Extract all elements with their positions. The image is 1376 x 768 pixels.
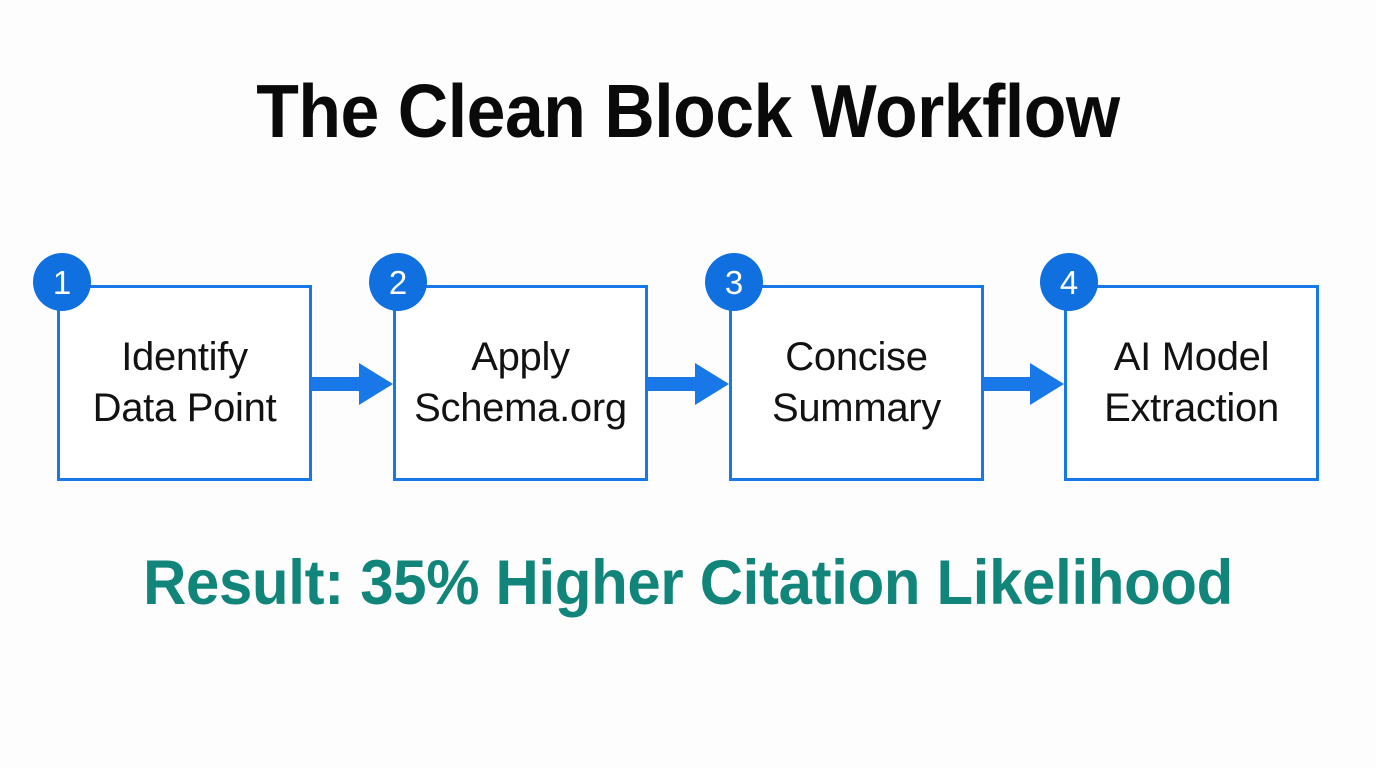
step-label-4: AI Model Extraction bbox=[1104, 335, 1279, 430]
step-number-badge-3: 3 bbox=[705, 253, 763, 311]
page-title: The Clean Block Workflow bbox=[256, 69, 1120, 153]
workflow-step-2[interactable]: Apply Schema.org 2 bbox=[369, 253, 648, 481]
step-box-2[interactable]: Apply Schema.org bbox=[393, 285, 648, 481]
step-number-badge-1: 1 bbox=[33, 253, 91, 311]
arrow-right-icon bbox=[311, 363, 393, 405]
step-label-1: Identify Data Point bbox=[92, 335, 277, 430]
result-statement: Result: 35% Higher Citation Likelihood bbox=[143, 548, 1233, 618]
workflow-step-1[interactable]: Identify Data Point 1 bbox=[33, 253, 312, 481]
step-label-2: Apply Schema.org bbox=[414, 335, 627, 430]
step-box-4[interactable]: AI Model Extraction bbox=[1064, 285, 1319, 481]
step-box-1[interactable]: Identify Data Point bbox=[57, 285, 312, 481]
workflow-flow: Identify Data Point 1 Apply Schema.org 2 bbox=[0, 253, 1376, 481]
workflow-step-4[interactable]: AI Model Extraction 4 bbox=[1040, 253, 1319, 481]
step-label-3: Concise Summary bbox=[771, 335, 942, 430]
step-box-3[interactable]: Concise Summary bbox=[729, 285, 984, 481]
step-number-badge-2: 2 bbox=[369, 253, 427, 311]
workflow-step-3[interactable]: Concise Summary 3 bbox=[705, 253, 984, 481]
arrow-right-icon bbox=[647, 363, 729, 405]
arrow-right-icon bbox=[982, 363, 1064, 405]
step-number-badge-4: 4 bbox=[1040, 253, 1098, 311]
